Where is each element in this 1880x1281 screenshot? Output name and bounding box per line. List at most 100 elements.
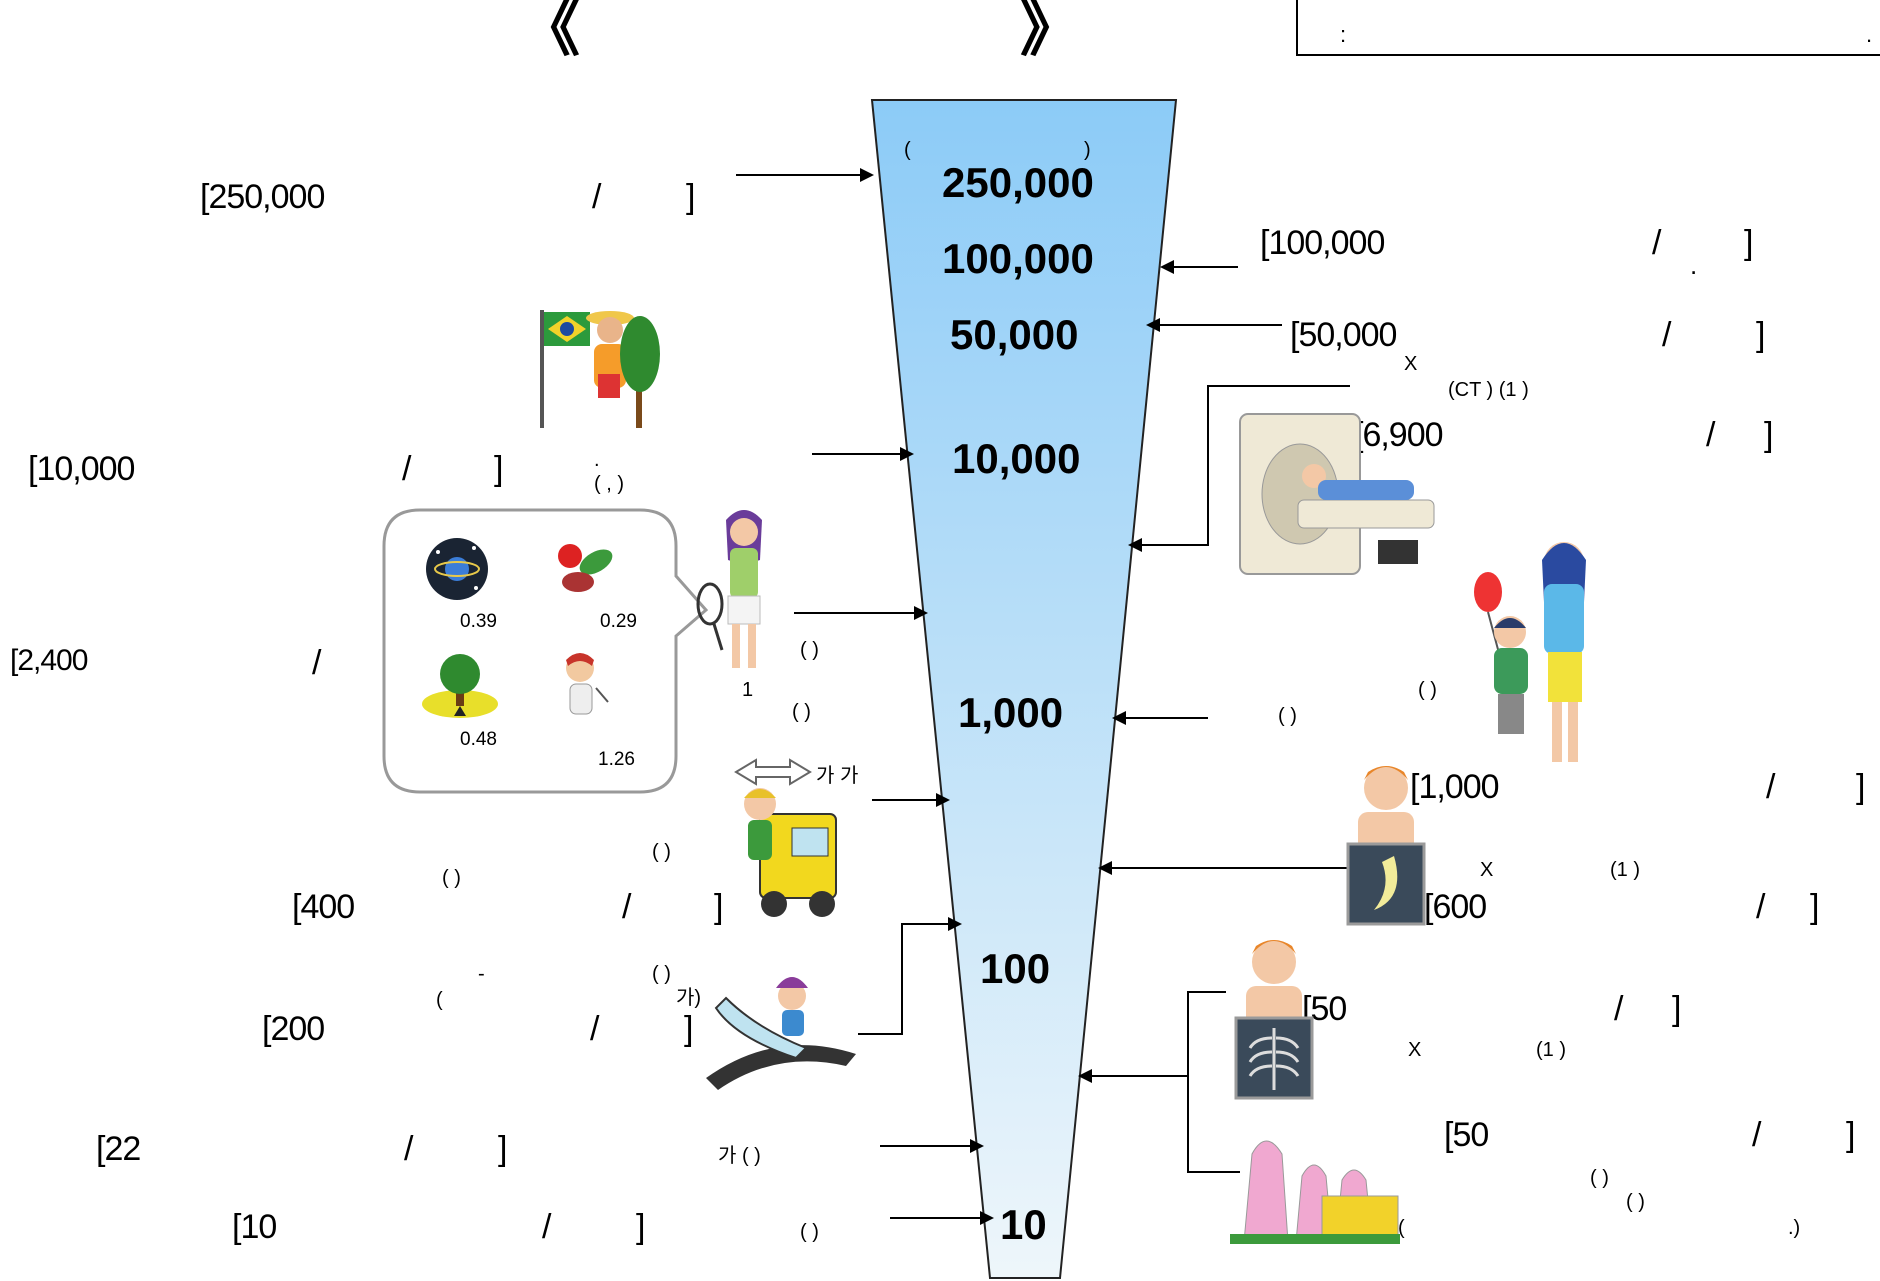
space-value: 0.39 xyxy=(460,611,497,632)
scale-10: 10 xyxy=(1000,1201,1047,1248)
plane-dash: - xyxy=(478,963,485,985)
label-50-plant-close: ] xyxy=(1846,1116,1856,1154)
label-250000: [250,000 xyxy=(200,178,325,216)
label-22-close: ] xyxy=(498,1130,508,1168)
truck-driver-icon xyxy=(744,788,837,917)
label-6900-close: ] xyxy=(1764,416,1774,454)
label-22-slash: / xyxy=(404,1130,414,1168)
tennis-paren: ( ) xyxy=(800,639,819,661)
label-100000-close: ] xyxy=(1744,224,1754,262)
food-value: 0.29 xyxy=(600,611,637,632)
mother-child-icon xyxy=(1474,542,1586,762)
label-200-slash: / xyxy=(590,1010,600,1048)
family-paren-1: ( ) xyxy=(1418,679,1437,701)
radon-breathing-icon xyxy=(566,653,609,715)
label-250000-slash: / xyxy=(592,178,602,216)
brazil-flag-person-icon xyxy=(540,310,660,428)
label-50-chest-slash: / xyxy=(1614,990,1624,1028)
scale-50000: 50,000 xyxy=(950,311,1079,358)
label-2400: [2,400 xyxy=(10,644,88,677)
plant-paren-1: ( ) xyxy=(1590,1167,1609,1189)
ga-paren: 가 ( ) xyxy=(718,1145,761,1167)
label-50-chest-close: ] xyxy=(1672,990,1682,1028)
label-50000: [50,000 xyxy=(1290,316,1397,354)
label-250000-close: ] xyxy=(686,178,696,216)
ct-scanner-icon xyxy=(1239,413,1435,575)
label-22: [22 xyxy=(96,1130,141,1168)
label-100000-slash: / xyxy=(1652,224,1662,262)
label-50000-slash: / xyxy=(1662,316,1672,354)
ct-text: (CT ) (1 ) xyxy=(1448,379,1529,401)
stomach-x: X xyxy=(1480,859,1494,881)
power-plant-icon xyxy=(1230,1140,1400,1244)
chest-paren: (1 ) xyxy=(1536,1039,1566,1061)
label-600-close: ] xyxy=(1810,888,1820,926)
connector-lines xyxy=(736,174,1350,1219)
brazil-paren: ( , ) xyxy=(594,473,624,495)
label-100000: [100,000 xyxy=(1260,224,1385,262)
ground-value: 0.48 xyxy=(460,729,497,750)
name-box-period: . xyxy=(1866,22,1873,47)
scale-250000: 250,000 xyxy=(942,159,1094,206)
ground-icon xyxy=(422,654,498,718)
label-200-close: ] xyxy=(684,1010,694,1048)
label-50000-close: ] xyxy=(1756,316,1766,354)
brazil-dot: . xyxy=(594,449,600,471)
airplane-passenger-icon xyxy=(706,977,856,1090)
label-10000: [10,000 xyxy=(28,450,135,488)
label-10000-slash: / xyxy=(402,450,412,488)
space-icon xyxy=(426,538,488,600)
ct-x: X xyxy=(1404,353,1418,375)
label-600: [600 xyxy=(1424,888,1487,926)
stomach-paren: (1 ) xyxy=(1610,859,1640,881)
truck-paren-2: ( ) xyxy=(442,867,461,889)
label-400-close: ] xyxy=(714,888,724,926)
plant-end: .) xyxy=(1788,1217,1801,1239)
plane-paren-1: ( ) xyxy=(652,963,671,985)
chest-xray-icon xyxy=(1234,940,1314,1100)
one-text: 1 xyxy=(742,679,754,701)
truck-arrow-text: 가 가 xyxy=(816,765,859,787)
arrow-heads xyxy=(860,168,1174,1225)
funnel-top-paren-open: ( xyxy=(904,139,911,161)
funnel-top-paren-close: ) xyxy=(1084,139,1091,161)
label-50-plant-slash: / xyxy=(1752,1116,1762,1154)
label-200: [200 xyxy=(262,1010,325,1048)
name-box xyxy=(1296,0,1880,56)
label-400-slash: / xyxy=(622,888,632,926)
stomach-xray-icon xyxy=(1346,766,1426,926)
family-paren-2: ( ) xyxy=(1278,705,1297,727)
label-600-slash: / xyxy=(1756,888,1766,926)
double-arrow-icon xyxy=(734,758,812,786)
ten-paren: ( ) xyxy=(800,1221,819,1243)
label-6900-slash: / xyxy=(1706,416,1716,454)
tennis-player-icon xyxy=(696,510,762,668)
name-box-colon: : xyxy=(1340,22,1347,47)
truck-paren-1: ( ) xyxy=(652,841,671,863)
title-bracket-close: 》 xyxy=(1020,0,1080,63)
label-10000-close: ] xyxy=(494,450,504,488)
dose-funnel xyxy=(870,99,1178,1279)
scale-1000: 1,000 xyxy=(958,689,1064,736)
label-1000-slash: / xyxy=(1766,768,1776,806)
title-bracket-open: 《 xyxy=(520,0,580,63)
scale-100000: 100,000 xyxy=(942,235,1094,282)
plant-paren-3: ( xyxy=(1398,1217,1405,1239)
label-10-close: ] xyxy=(636,1208,646,1246)
plane-paren-2: ( xyxy=(436,989,443,1011)
scale-10000: 10,000 xyxy=(952,435,1081,482)
label-400: [400 xyxy=(292,888,355,926)
label-1000: [1,000 xyxy=(1410,768,1500,806)
label-50-plant: [50 xyxy=(1444,1116,1489,1154)
radon-value: 1.26 xyxy=(598,749,635,770)
scale-100: 100 xyxy=(980,945,1051,992)
label-10: [10 xyxy=(232,1208,277,1246)
chest-x: X xyxy=(1408,1039,1422,1061)
label-1000-close: ] xyxy=(1856,768,1866,806)
label-2400-slash: / xyxy=(312,644,322,682)
label-100000-dot: . xyxy=(1690,250,1697,280)
one-paren: ( ) xyxy=(792,701,811,723)
label-10-slash: / xyxy=(542,1208,552,1246)
